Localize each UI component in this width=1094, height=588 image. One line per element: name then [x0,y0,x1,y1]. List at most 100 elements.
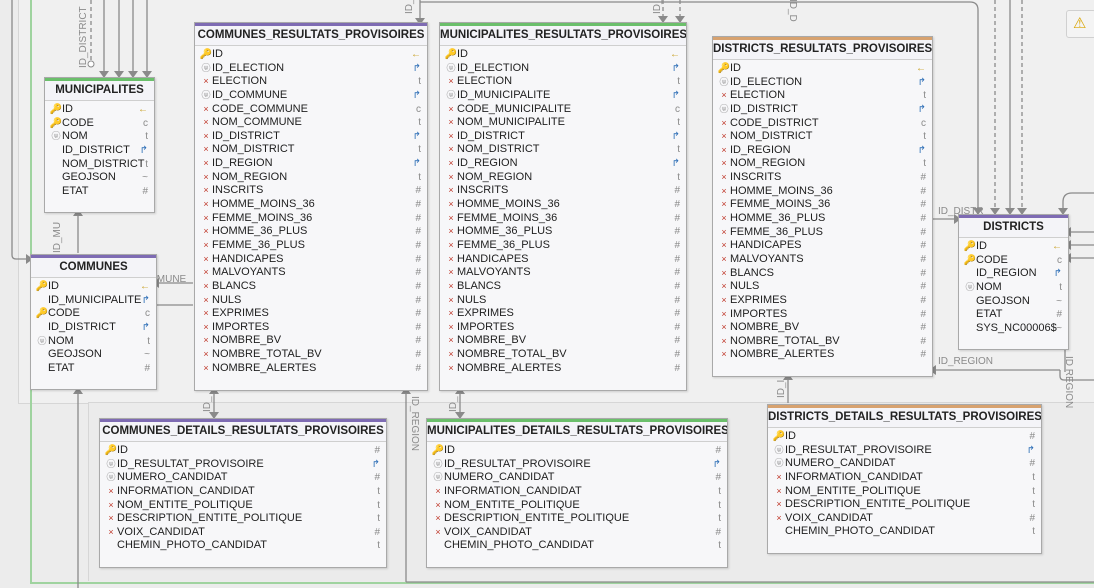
column-row[interactable]: ×NOMBRE_TOTAL_BV# [440,348,686,362]
column-row[interactable]: ×NULS# [195,294,427,308]
column-row[interactable]: 🔑ID← [713,62,932,76]
warning-button[interactable]: ⚠ [1066,10,1094,38]
column-row[interactable]: 🔑ID← [31,280,156,294]
column-row[interactable]: ×MALVOYANTS# [713,253,932,267]
column-row[interactable]: ×VOIX_CANDIDAT# [768,512,1041,526]
column-row[interactable]: ×NOMBRE_BV# [713,321,932,335]
column-row[interactable]: ETAT# [959,308,1068,322]
column-row[interactable]: ×NOMBRE_ALERTES# [713,348,932,362]
column-row[interactable]: ID_REGION↱ [959,267,1068,281]
entity-municipalites-resultats-provisoires[interactable]: MUNICIPALITES_RESULTATS_PROVISOIRES🔑ID←ⓤ… [439,22,687,391]
column-row[interactable]: ×FEMME_MOINS_36# [440,212,686,226]
column-row[interactable]: ×IMPORTES# [713,308,932,322]
column-row[interactable]: ×HOMME_MOINS_36# [440,198,686,212]
column-row[interactable]: ×NULS# [713,280,932,294]
column-row[interactable]: 🔑ID# [427,444,727,458]
column-row[interactable]: ×BLANCS# [440,280,686,294]
column-row[interactable]: ×EXPRIMES# [440,307,686,321]
column-row[interactable]: 🔑ID← [440,48,686,62]
column-row[interactable]: ×HANDICAPES# [713,239,932,253]
column-row[interactable]: ETAT# [45,185,154,199]
column-row[interactable]: ×NULS# [440,294,686,308]
column-row[interactable]: 🔑ID← [195,48,427,62]
column-row[interactable]: ×BLANCS# [713,267,932,281]
column-row[interactable]: GEOJSON~ [45,171,154,185]
column-row[interactable]: ×ID_REGION↱ [440,157,686,171]
column-row[interactable]: ×HOMME_36_PLUS# [713,212,932,226]
column-row[interactable]: ×FEMME_36_PLUS# [195,239,427,253]
column-row[interactable]: ×FEMME_36_PLUS# [713,226,932,240]
column-row[interactable]: ×ID_REGION↱ [195,157,427,171]
column-row[interactable]: 🔑ID← [45,103,154,117]
entity-districts-details-resultats-provisoires[interactable]: DISTRICTS_DETAILS_RESULTATS_PROVISOIRES🔑… [767,404,1042,554]
column-row[interactable]: ×MALVOYANTS# [440,266,686,280]
entity-municipalites-details-resultats-provisoires[interactable]: MUNICIPALITES_DETAILS_RESULTATS_PROVISOI… [426,418,728,568]
column-row[interactable]: ID_MUNICIPALITE↱ [31,294,156,308]
column-row[interactable]: ×FEMME_36_PLUS# [440,239,686,253]
column-row[interactable]: ID_DISTRICT↱ [31,321,156,335]
column-row[interactable]: ×FEMME_MOINS_36# [713,198,932,212]
column-row[interactable]: ×NOMBRE_TOTAL_BV# [195,348,427,362]
column-row[interactable]: 🔑ID← [959,240,1068,254]
column-row[interactable]: ×HOMME_36_PLUS# [195,225,427,239]
column-row[interactable]: ×NOMBRE_BV# [195,334,427,348]
column-row[interactable]: ID_DISTRICT↱ [45,144,154,158]
column-row[interactable]: ×HANDICAPES# [195,253,427,267]
column-row[interactable]: ×HOMME_MOINS_36# [713,185,932,199]
column-row[interactable]: 🔑ID# [768,430,1041,444]
column-row[interactable]: ×NOMBRE_ALERTES# [195,362,427,376]
column-row[interactable]: ×BLANCS# [195,280,427,294]
column-row[interactable]: ×IMPORTES# [440,321,686,335]
column-row[interactable]: ×VOIX_CANDIDAT# [427,526,727,540]
column-row[interactable]: ×ID_REGION↱ [713,144,932,158]
column-row[interactable]: ×HOMME_MOINS_36# [195,198,427,212]
column-row[interactable]: ×EXPRIMES# [713,294,932,308]
column-row[interactable]: ETAT# [31,362,156,376]
column-row[interactable]: GEOJSON~ [959,295,1068,309]
column-row[interactable]: ×INSCRITS# [195,184,427,198]
column-row[interactable]: GEOJSON~ [31,348,156,362]
column-row[interactable]: ×NOMBRE_TOTAL_BV# [713,335,932,349]
